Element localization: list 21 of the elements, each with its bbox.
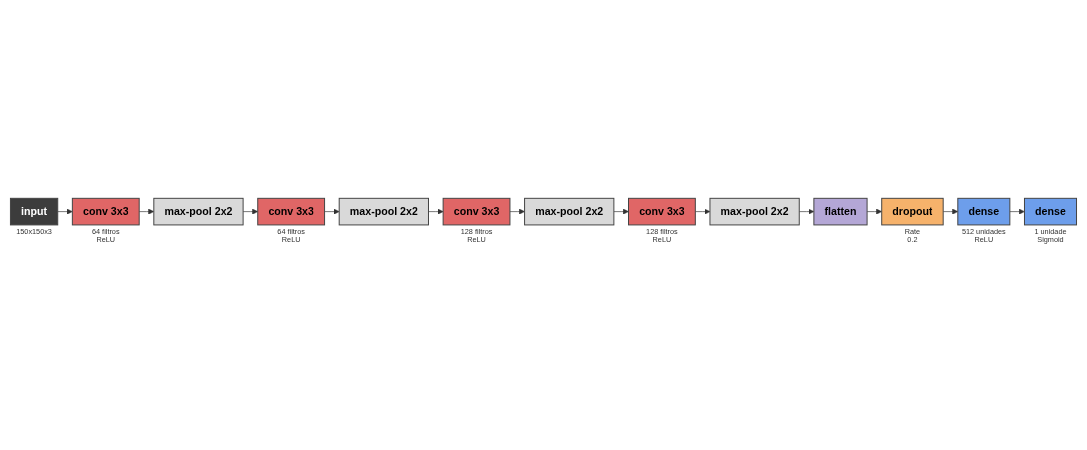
layer-caption: 128 filtros ReLU <box>646 226 678 245</box>
layer-caption: 512 unidades ReLU <box>961 226 1006 245</box>
node-box: conv 3x3 <box>442 197 511 226</box>
node-box: input <box>9 197 59 226</box>
node-box: dense <box>957 197 1011 226</box>
layer-caption: 64 filtros ReLU <box>277 226 305 245</box>
node-box: dense <box>1024 197 1078 226</box>
node-box: dropout <box>881 197 944 226</box>
layer-caption: 1 unidade Sigmoid <box>1034 226 1067 245</box>
layer-caption: 64 filtros ReLU <box>92 226 120 245</box>
layer-caption: Rate 0.2 <box>904 226 921 245</box>
node-box: conv 3x3 <box>257 197 326 226</box>
node-box: max-pool 2x2 <box>338 197 429 226</box>
layer-caption: 150x150x3 <box>16 226 52 236</box>
node-box: max-pool 2x2 <box>524 197 615 226</box>
node-box: conv 3x3 <box>71 197 140 226</box>
node-box: max-pool 2x2 <box>709 197 800 226</box>
node-box: max-pool 2x2 <box>153 197 244 226</box>
layer-caption: 128 filtros ReLU <box>460 226 493 245</box>
node-box: flatten <box>813 197 868 226</box>
node-box: conv 3x3 <box>628 197 696 226</box>
